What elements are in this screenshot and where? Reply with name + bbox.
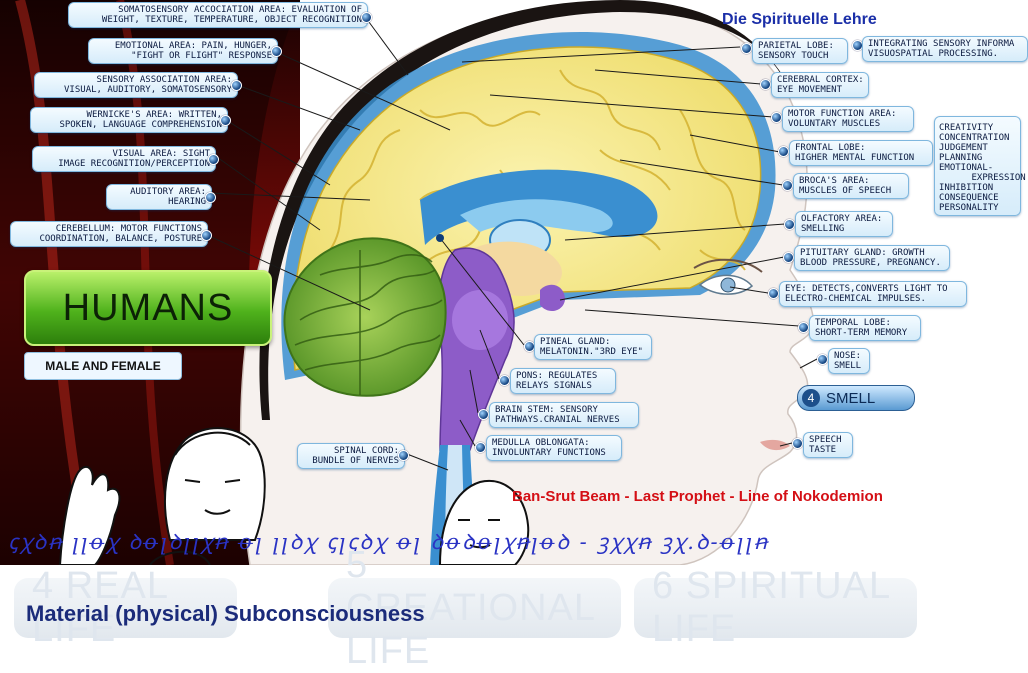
label-brain-stem: BRAIN STEM: SENSORY PATHWAYS.CRANIAL NER… — [489, 402, 639, 428]
sense-number-badge: 4 — [802, 389, 820, 407]
bullet-icon — [499, 375, 510, 386]
label-frontal-lobe: FRONTAL LOBE: HIGHER MENTAL FUNCTION — [789, 140, 933, 166]
label-cerebral-cortex: CEREBRAL CORTEX: EYE MOVEMENT — [771, 72, 869, 98]
bullet-icon — [760, 79, 771, 90]
label-olfactory-area: OLFACTORY AREA: SMELLING — [795, 211, 893, 237]
label-speech-taste: SPEECH TASTE — [803, 432, 853, 458]
label-temporal-lobe: TEMPORAL LOBE: SHORT-TERM MEMORY — [809, 315, 921, 341]
ghost-tab-creational-life: 5 CREATIONAL LIFE — [328, 544, 621, 672]
label-brocas-area: BROCA'S AREA: MUSCLES OF SPEECH — [793, 173, 909, 199]
label-spinal-cord: SPINAL CORD: BUNDLE OF NERVES — [297, 443, 405, 469]
label-pineal-gland: PINEAL GLAND: MELATONIN."3RD EYE" — [534, 334, 652, 360]
bullet-icon — [478, 409, 489, 420]
bullet-icon — [768, 288, 779, 299]
bullet-icon — [208, 154, 219, 165]
smell-sense-badge: 4 SMELL — [797, 385, 915, 411]
label-pons: PONS: REGULATES RELAYS SIGNALS — [510, 368, 616, 394]
bullet-icon — [231, 80, 242, 91]
label-integrating-sensory: INTEGRATING SENSORY INFORMA VISUOSPATIAL… — [862, 36, 1028, 62]
bullet-icon — [398, 450, 409, 461]
bullet-icon — [792, 438, 803, 449]
label-wernickes-area: WERNICKE'S AREA: WRITTEN, SPOKEN, LANGUA… — [30, 107, 228, 133]
ghost-tab-spiritual-life: 6 SPIRITUAL LIFE — [634, 565, 917, 650]
bullet-icon — [771, 112, 782, 123]
ghost-tab-real-life: 4 REAL LIFE — [14, 565, 237, 650]
cerebellum — [283, 237, 447, 397]
label-eye: EYE: DETECTS,CONVERTS LIGHT TO ELECTRO-C… — [779, 281, 967, 307]
bullet-icon — [271, 46, 282, 57]
sense-label: SMELL — [826, 389, 876, 407]
bullet-icon — [778, 146, 789, 157]
bullet-icon — [784, 219, 795, 230]
bullet-icon — [783, 252, 794, 263]
label-somatosensory-association: SOMATOSENSORY ACCOCIATION AREA: EVALUATI… — [68, 2, 368, 28]
female-figure-sketch — [438, 479, 530, 566]
bullet-icon — [741, 43, 752, 54]
label-motor-function: MOTOR FUNCTION AREA: VOLUNTARY MUSCLES — [782, 106, 914, 132]
bullet-icon — [798, 322, 809, 333]
label-sensory-association: SENSORY ASSOCIATION AREA: VISUAL, AUDITO… — [34, 72, 238, 98]
frontal-functions-list: CREATIVITY CONCENTRATION JUDGEMENT PLANN… — [934, 116, 1026, 216]
ventricle — [460, 199, 613, 232]
label-cerebellum: CEREBELLUM: MOTOR FUNCTIONS COORDINATION… — [10, 221, 208, 247]
bullet-icon — [817, 354, 828, 365]
bullet-icon — [782, 180, 793, 191]
male-figure-sketch — [58, 427, 266, 566]
lineage-caption: Ban-Srut Beam - Last Prophet - Line of N… — [512, 488, 883, 505]
leader-lines — [206, 17, 818, 471]
humans-badge: HUMANS — [24, 270, 272, 346]
bullet-icon — [475, 442, 486, 453]
script-line: ꞔꭓꝺꞥ ꞁꞁꝋꭓ ꝺꝋꞁꝺꞁꞁꭓꞥ ꝋꞁ ꞁꞁꝺꭓ ꞔꞁꞔꝺꭓ ꝋꞁ ꝺꝋꝺꝋ… — [8, 530, 769, 554]
bullet-icon — [205, 192, 216, 203]
label-pituitary-gland: PITUITARY GLAND: GROWTH BLOOD PRESSURE, … — [794, 245, 950, 271]
male-and-female-label: MALE AND FEMALE — [24, 352, 182, 380]
label-medulla-oblongata: MEDULLA OBLONGATA: INVOLUNTARY FUNCTIONS — [486, 435, 622, 461]
label-auditory-area: AUDITORY AREA: HEARING — [106, 184, 212, 210]
label-emotional-area: EMOTIONAL AREA: PAIN, HUNGER, "FIGHT OR … — [88, 38, 278, 64]
label-visual-area: VISUAL AREA: SIGHT IMAGE RECOGNITION/PER… — [32, 146, 216, 172]
bullet-icon — [361, 12, 372, 23]
page-title: Die Spirituelle Lehre — [722, 11, 877, 28]
subtitle: Material (physical) Subconsciousness — [26, 601, 425, 626]
bullet-icon — [220, 115, 231, 126]
bullet-icon — [201, 230, 212, 241]
label-parietal-lobe: PARIETAL LOBE: SENSORY TOUCH — [752, 38, 848, 64]
label-nose: NOSE: SMELL — [828, 348, 870, 374]
